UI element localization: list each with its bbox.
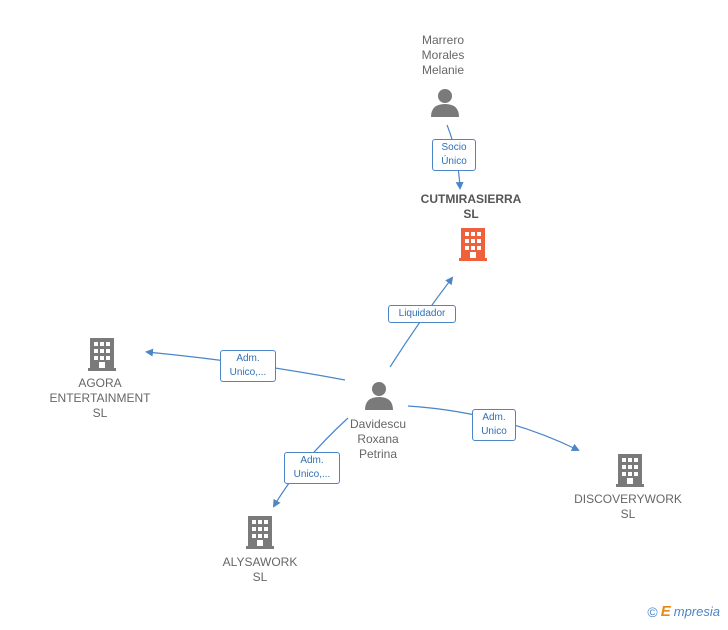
copyright-icon: © [647,603,658,620]
brand-initial: E [660,603,671,620]
node-label-marrero[interactable]: Marrero Morales Melanie [421,33,465,77]
edge-label-adm-discovery: Adm. Unico [472,409,516,441]
edge-label-socio: Socio Único [432,139,476,171]
brand-name: mpresia [673,604,720,619]
edge-label-adm-agora: Adm. Unico,... [220,350,276,382]
node-label-discoverywork[interactable]: DISCOVERYWORK SL [574,492,682,521]
building-icon[interactable] [616,454,644,487]
building-icon[interactable] [246,516,274,549]
node-label-davidescu[interactable]: Davidescu Roxana Petrina [349,417,407,461]
node-label-alysawork[interactable]: ALYSAWORK SL [222,555,298,584]
edge-label-liquidador: Liquidador [388,305,456,323]
node-label-cutmirasierra[interactable]: CUTMIRASIERRA SL [420,192,522,221]
person-icon[interactable] [431,89,459,117]
person-icon[interactable] [365,382,393,410]
building-icon-focus[interactable] [459,228,487,261]
building-icon[interactable] [88,338,116,371]
node-label-agora[interactable]: AGORA ENTERTAINMENT SL [49,376,151,420]
edge-label-adm-alysa: Adm. Unico,... [284,452,340,484]
